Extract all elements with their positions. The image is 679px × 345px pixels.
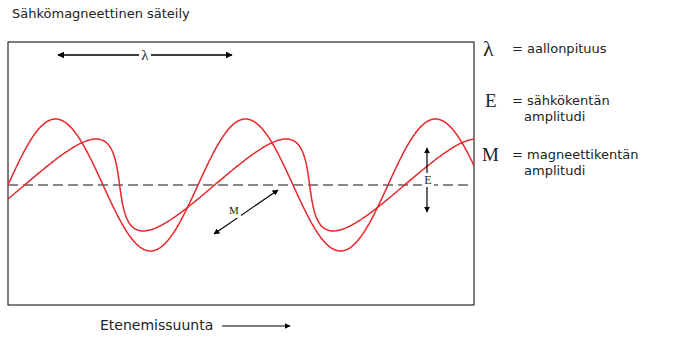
magnetic-symbol: M <box>227 204 241 217</box>
title: Sähkömagneettinen säteily <box>12 6 190 22</box>
electric-symbol: E <box>422 173 433 187</box>
key-text: = magneettikentän amplitudi <box>512 147 664 178</box>
key-text: = sähkökentän amplitudi <box>512 93 652 124</box>
key-text: = aallonpituus <box>512 41 607 57</box>
direction-arrow <box>222 325 290 326</box>
key-symbol: λ <box>483 36 494 62</box>
wavelength-symbol: λ <box>139 46 150 64</box>
key-symbol: M <box>482 144 499 167</box>
frame <box>8 42 474 305</box>
key-symbol: E <box>485 90 497 113</box>
magnetic-amplitude-arrow <box>214 190 278 234</box>
direction-label: Etenemissuunta <box>100 317 213 334</box>
magnetic-wave <box>8 139 474 231</box>
